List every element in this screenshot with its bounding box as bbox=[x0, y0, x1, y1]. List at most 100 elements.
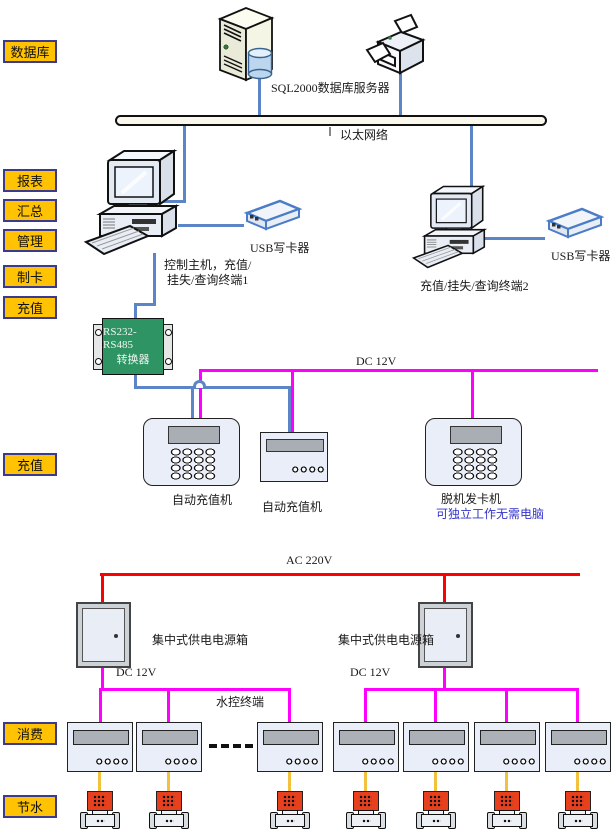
right-dc12v-bus bbox=[364, 688, 578, 691]
valve4-feed-line bbox=[364, 772, 367, 792]
water-terminal bbox=[67, 722, 133, 772]
valve-actuator bbox=[353, 791, 379, 811]
ethernet-tick bbox=[329, 127, 331, 136]
right-pc-caption: 充值/挂失/查询终端2 bbox=[420, 279, 529, 293]
indicator-lights bbox=[573, 758, 607, 765]
machine-display bbox=[168, 426, 220, 444]
valve-marks bbox=[96, 819, 105, 823]
screw-hole bbox=[95, 329, 102, 336]
terminal-display bbox=[142, 730, 198, 745]
psu-left-caption: 集中式供电电源箱 bbox=[152, 633, 249, 647]
power-supply-box-left bbox=[76, 602, 131, 668]
ac220v-left-drop bbox=[101, 573, 104, 603]
indicator-lights bbox=[502, 758, 536, 765]
database-server-icon bbox=[217, 7, 275, 82]
line-jump bbox=[193, 380, 206, 388]
water-valve bbox=[346, 791, 386, 831]
valve-body bbox=[275, 814, 305, 827]
left-pc-caption-line2: 挂失/查询终端1 bbox=[167, 273, 249, 287]
ac220v-right-drop bbox=[443, 573, 446, 603]
rs485-bus-line bbox=[134, 386, 291, 389]
converter-label-line2: 转换器 bbox=[116, 354, 150, 366]
machine-keypad bbox=[170, 448, 216, 480]
indicator-lights bbox=[431, 758, 465, 765]
water-terminal bbox=[545, 722, 611, 772]
machine3-caption: 脱机发卡机 bbox=[441, 492, 502, 506]
tag-management: 管理 bbox=[3, 229, 57, 252]
valve-grille bbox=[571, 795, 584, 807]
left-pc-usb-line bbox=[178, 224, 244, 227]
indicator-lights bbox=[291, 466, 325, 473]
tag-reports: 报表 bbox=[3, 169, 57, 192]
valve-actuator bbox=[277, 791, 303, 811]
tag-consume: 消费 bbox=[3, 722, 57, 745]
converter-elbow-line bbox=[134, 303, 156, 306]
valve-body bbox=[492, 814, 522, 827]
terminal6-drop bbox=[505, 688, 508, 723]
machine2-caption: 自动充值机 bbox=[262, 500, 323, 514]
dc12v-machine2-drop bbox=[291, 369, 294, 432]
dc12v-machine3-drop bbox=[471, 369, 474, 420]
water-valve bbox=[80, 791, 120, 831]
ethernet-to-right-pc-line bbox=[470, 126, 473, 210]
valve-body bbox=[421, 814, 451, 827]
dc12v-machine1-drop bbox=[199, 369, 202, 418]
terminal4-drop bbox=[364, 688, 367, 723]
valve-grille bbox=[93, 795, 106, 807]
screw-hole bbox=[165, 329, 172, 336]
valve-body bbox=[563, 814, 593, 827]
terminal-display bbox=[73, 730, 129, 745]
power-box-door bbox=[82, 608, 125, 662]
dc12v-top-bus bbox=[199, 369, 598, 372]
valve-marks bbox=[286, 819, 295, 823]
terminal-display bbox=[263, 730, 319, 745]
valve1-feed-line bbox=[98, 772, 101, 792]
ac220v-bus bbox=[100, 573, 580, 576]
power-supply-box-right bbox=[418, 602, 473, 668]
terminal2-drop bbox=[167, 688, 170, 723]
converter-in-line bbox=[134, 303, 137, 320]
water-terminal bbox=[403, 722, 469, 772]
ethernet-bus bbox=[115, 115, 547, 126]
terminal-display bbox=[480, 730, 536, 745]
auto-recharge-machine-1 bbox=[143, 418, 240, 486]
valve-marks bbox=[165, 819, 174, 823]
valve7-feed-line bbox=[576, 772, 579, 792]
usb-writer-right-icon bbox=[545, 207, 605, 239]
tag-database: 数据库 bbox=[3, 40, 57, 63]
valve-marks bbox=[362, 819, 371, 823]
valve-actuator bbox=[565, 791, 591, 811]
valve-body bbox=[154, 814, 184, 827]
valve-grille bbox=[429, 795, 442, 807]
water-terminal bbox=[474, 722, 540, 772]
indicator-lights bbox=[95, 758, 129, 765]
ethernet-caption: 以太网络 bbox=[340, 128, 389, 142]
usb-writer-right-caption: USB写卡器 bbox=[551, 249, 611, 263]
valve-grille bbox=[162, 795, 175, 807]
dc12v-right-caption: DC 12V bbox=[350, 665, 391, 679]
psu-right-caption: 集中式供电电源箱 bbox=[338, 633, 435, 647]
left-pc-elbow-line bbox=[158, 200, 185, 203]
tag-recharge-row: 充值 bbox=[3, 453, 57, 476]
water-valve bbox=[149, 791, 189, 831]
valve-marks bbox=[503, 819, 512, 823]
valve-grille bbox=[500, 795, 513, 807]
dc12v-top-caption: DC 12V bbox=[356, 354, 397, 368]
tag-recharge: 充值 bbox=[3, 296, 57, 319]
valve-grille bbox=[283, 795, 296, 807]
tag-summary: 汇总 bbox=[3, 199, 57, 222]
terminal-display bbox=[551, 730, 607, 745]
dc12v-left-caption: DC 12V bbox=[116, 665, 157, 679]
usb-writer-left-icon bbox=[243, 199, 303, 231]
water-terminal bbox=[333, 722, 399, 772]
door-handle bbox=[456, 634, 460, 638]
ethernet-to-left-pc-line bbox=[183, 126, 186, 203]
pc-to-converter-line bbox=[153, 253, 156, 306]
server-to-ethernet-line bbox=[258, 78, 261, 116]
screw-hole bbox=[95, 358, 102, 365]
valve6-feed-line bbox=[505, 772, 508, 792]
valve-actuator bbox=[156, 791, 182, 811]
terminal3-drop bbox=[288, 688, 291, 723]
indicator-lights bbox=[164, 758, 198, 765]
ellipsis-dashes bbox=[209, 744, 253, 748]
